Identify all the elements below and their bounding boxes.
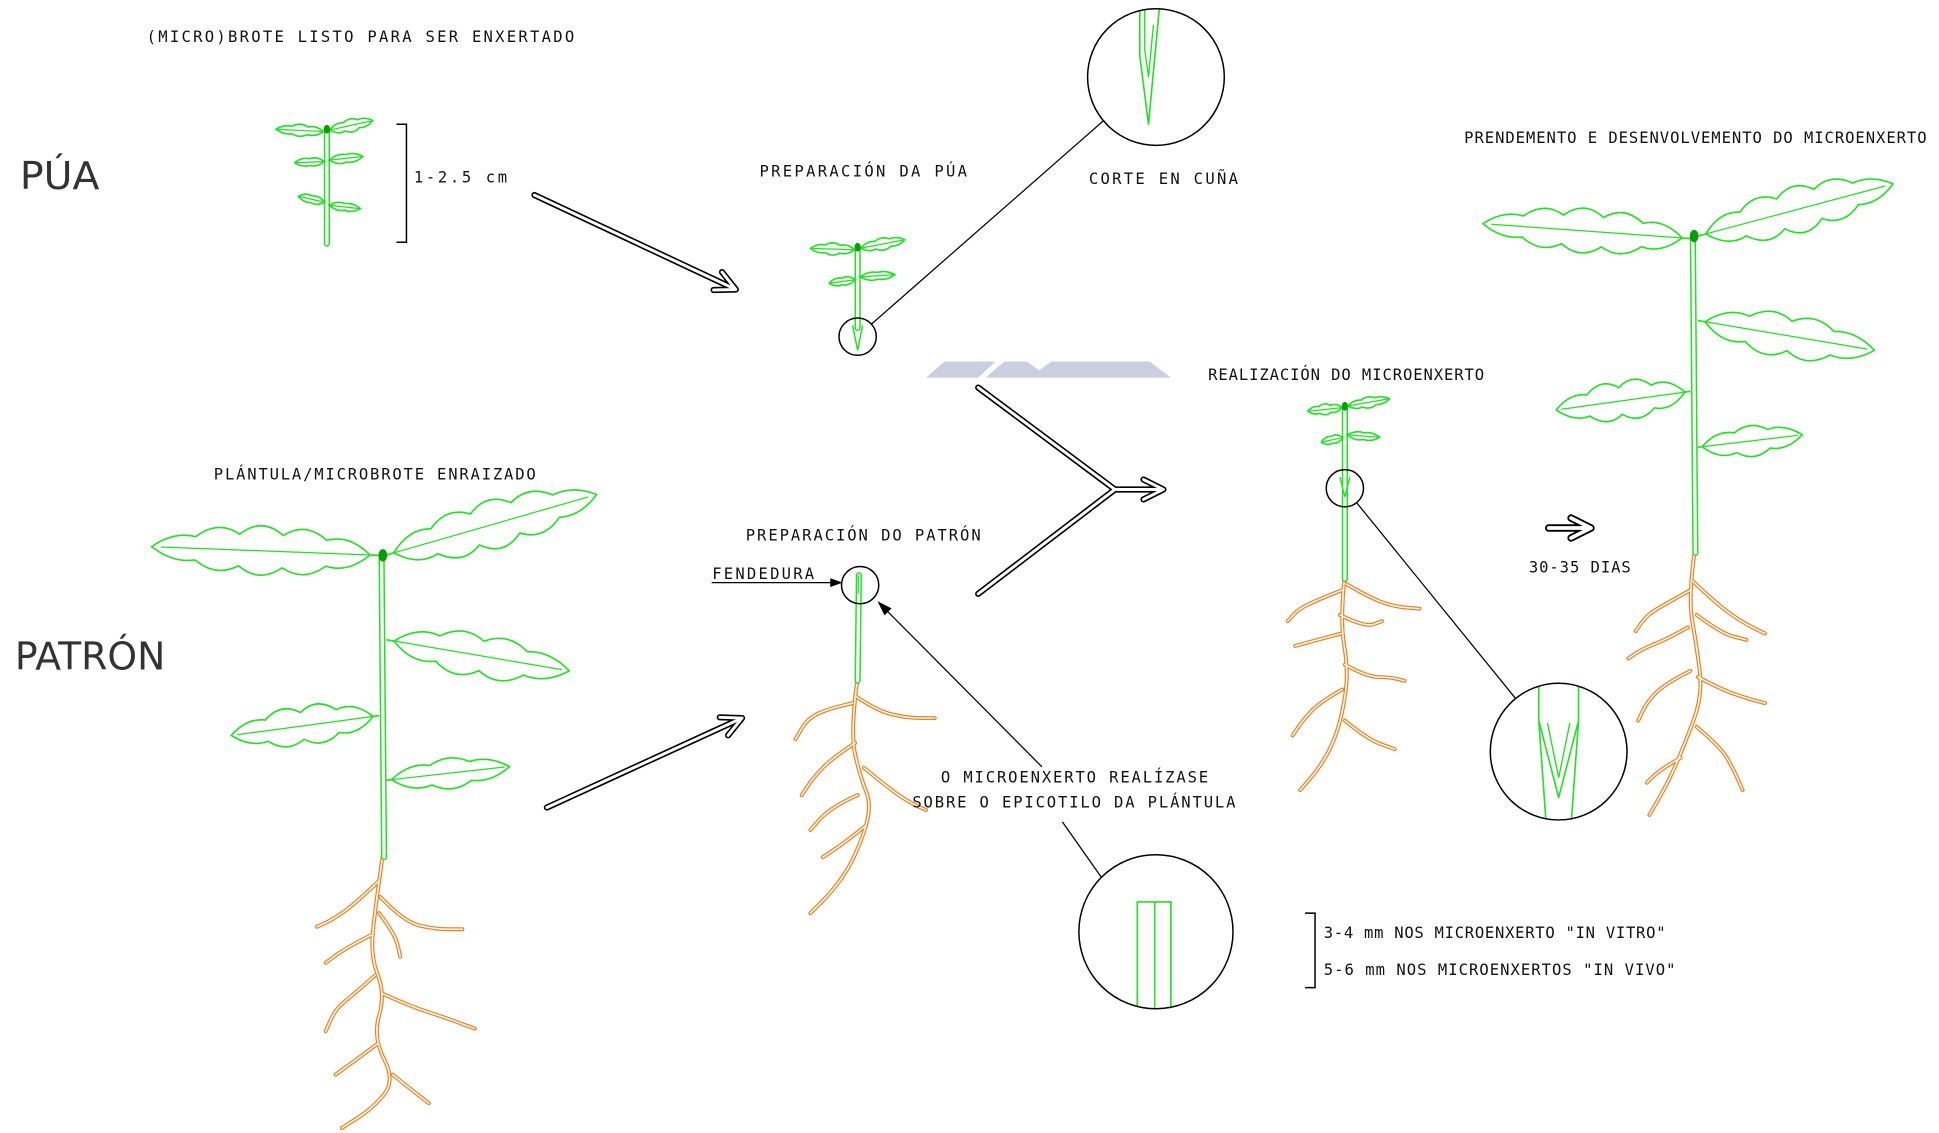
label-in-vivo: 5-6 mm NOS MICROENXERTOS "IN VIVO" [1324, 961, 1676, 979]
cleft-detail [1137, 902, 1171, 1014]
developed-micrograft-leaf-2 [1698, 179, 1893, 241]
scion-plantlet-leaf-3 [295, 158, 326, 166]
developed-micrograft-leaf-2-midrib [1698, 186, 1885, 236]
arrow-scion-to-preparation [534, 195, 735, 290]
arrow-merge-to-grafting [978, 388, 1163, 594]
drawing-layer [152, 5, 1893, 1128]
rootstock-plantlet-leaf-4-midrib [237, 716, 379, 735]
prepared-scion-leaf-1-midrib [812, 248, 856, 249]
developed-micrograft-leaf-3-midrib [1698, 321, 1867, 350]
scion-plantlet-leaf-4 [328, 153, 363, 163]
label-cleft: FENDEDURA [712, 565, 815, 583]
cleft-magnifier-leader [1063, 822, 1102, 877]
scion-magnifier-leader [871, 121, 1103, 325]
arrow-rootstock-to-preparation [547, 717, 742, 807]
wedge-cut-magnifier [1088, 9, 1225, 146]
arrow-to-development [1549, 518, 1591, 538]
label-wedge-cut: CORTE EN CUÑA [1089, 169, 1239, 188]
prepared-scion [810, 238, 904, 328]
grafted-plantlet-bud [1342, 402, 1348, 411]
label-in-vitro: 3-4 mm NOS MICROENXERTO "IN VITRO" [1324, 924, 1666, 942]
developed-micrograft-bud [1690, 230, 1699, 242]
rootstock-plantlet-leaf-4 [231, 704, 379, 747]
label-prep-patron: PREPARACIÓN DO PATRÓN [746, 525, 981, 544]
rootstock-plantlet-bud [378, 549, 387, 561]
developed-micrograft-roots-outline [1628, 547, 1765, 815]
label-realization: REALIZACIÓN DO MICROENXERTO [1208, 365, 1484, 384]
prepared-rootstock [795, 575, 934, 913]
grafted-plantlet-leaf-2 [1346, 397, 1390, 409]
label-size-range: 1-2.5 cm [414, 169, 507, 187]
rootstock-plantlet-roots-inner [317, 855, 475, 1128]
logo-left-shape [926, 362, 996, 378]
developed-micrograft [1483, 179, 1893, 815]
scion-plantlet-leaf-5 [298, 194, 325, 204]
rootstock-plantlet-leaf-1 [152, 526, 379, 575]
rootstock-plantlet-leaf-1-midrib [161, 547, 379, 555]
rootstock-plantlet-leaf-3 [387, 631, 570, 681]
rootstock-right-edge [1571, 681, 1578, 825]
developed-micrograft-leaf-4 [1556, 379, 1690, 422]
label-pua: PÚA [20, 152, 100, 199]
rootstock-plantlet-leaf-5 [387, 758, 510, 789]
graft-detail [1539, 681, 1579, 825]
graft-magnifier [1490, 683, 1627, 820]
arrow-merge-to-grafting-inner [978, 388, 1163, 594]
developed-micrograft-roots [1628, 547, 1765, 815]
scion-plantlet-bud [324, 125, 330, 134]
logo-right-shape [986, 362, 1171, 378]
prepared-scion-leaf-1 [810, 243, 856, 255]
prepared-scion-bud [855, 243, 861, 252]
developed-micrograft-leaf-3 [1698, 311, 1874, 361]
logo-watermark [926, 362, 1171, 378]
grafted-plantlet-leaf-3 [1321, 435, 1343, 445]
rootstock-plantlet [152, 490, 597, 1128]
grafted-plantlet-leaf-4 [1346, 432, 1380, 441]
label-days: 30-35 DIAS [1529, 559, 1631, 577]
grafted-plantlet [1288, 397, 1420, 790]
label-note-line-1: O MICROENXERTO REALÍZASE [941, 768, 1208, 787]
scion-size-bracket [397, 124, 407, 242]
label-development: PRENDEMENTO E DESENVOLVEMENTO DO MICROEN… [1464, 129, 1926, 147]
rootstock-left-edge [1539, 681, 1546, 825]
rootstock-plantlet-leaf-5-midrib [387, 767, 505, 780]
graft-depth-bracket [1305, 913, 1315, 988]
label-microbrote-ready: (MICRO)BROTE LISTO PARA SER ENXERTADO [147, 28, 575, 46]
scion-plantlet-leaf-3-midrib [296, 162, 326, 163]
scion-plantlet [276, 118, 373, 243]
grafted-plantlet-leaf-1 [1308, 404, 1344, 415]
arrow-scion-to-preparation-inner [534, 195, 735, 290]
grafted-plantlet-roots [1288, 574, 1420, 790]
label-patron: PATRÓN [15, 633, 165, 680]
label-prep-pua: PREPARACIÓN DA PÚA [759, 161, 967, 180]
scion-plantlet-leaf-2 [328, 118, 373, 133]
scion-plantlet-leaf-6 [328, 202, 360, 211]
label-layer: (MICRO)BROTE LISTO PARA SER ENXERTADO PÚ… [15, 28, 1927, 979]
cleft-magnifier [1079, 855, 1233, 1009]
rootstock-plantlet-roots [317, 855, 475, 1128]
label-note-line-2: SOBRE O EPICOTILO DA PLÁNTULA [912, 793, 1236, 812]
wedge-inner [1145, 5, 1154, 77]
prepared-scion-leaf-2 [859, 238, 905, 251]
rootstock-plantlet-leaf-2 [385, 490, 596, 560]
inserted-wedge [1539, 721, 1579, 798]
developed-micrograft-stem [1693, 239, 1695, 553]
arrow-rootstock-to-preparation-inner [547, 717, 742, 807]
wedge-cut-detail [1140, 5, 1160, 124]
prepared-scion-leaf-4 [859, 272, 895, 281]
rootstock-plantlet-stem [382, 558, 384, 857]
rootstock-plantlet-leaf-3-midrib [387, 640, 562, 670]
scion-plantlet-leaf-1-midrib [278, 129, 326, 131]
prepared-scion-leaf-3 [829, 277, 856, 286]
epicotyl-note-leader [880, 604, 1042, 767]
label-rooted-plantlet: PLÁNTULA/MICROBROTE ENRAIZADO [214, 465, 536, 484]
scion-plantlet-leaf-1 [276, 124, 326, 136]
rootstock-plantlet-leaf-2-midrib [385, 497, 588, 555]
developed-micrograft-leaf-5 [1698, 425, 1802, 456]
developed-micrograft-leaf-1 [1483, 208, 1691, 254]
rootstock-plantlet-roots-outline [317, 855, 475, 1128]
